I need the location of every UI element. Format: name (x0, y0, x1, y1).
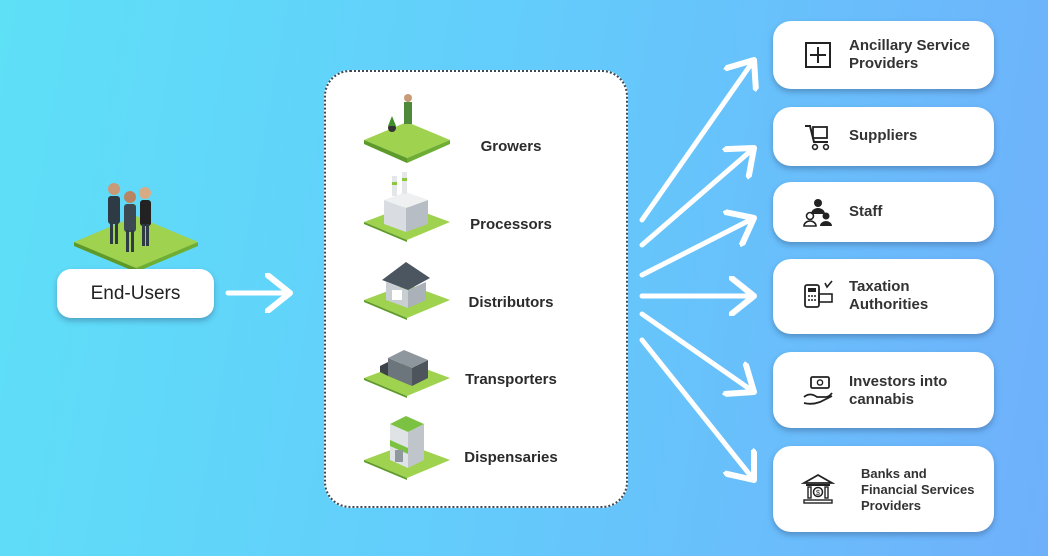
bank-icon: $ (801, 473, 835, 504)
svg-text:$: $ (816, 490, 820, 497)
stage-label-transporters: Transporters (465, 371, 557, 388)
service-label-ancillary: Ancillary Service Providers (849, 37, 970, 72)
service-label-banks: Banks and Financial Services Providers (861, 466, 975, 513)
truck-container-icon (364, 350, 450, 398)
stage-label-processors: Processors (470, 216, 552, 233)
arrow-to-ancillary (639, 60, 754, 223)
stage-label-growers: Growers (480, 138, 542, 155)
tax-calculator-icon (804, 280, 833, 308)
factory-icon (364, 172, 450, 242)
plus-square-icon (805, 42, 831, 68)
service-label-taxation: Taxation Authorities (849, 278, 929, 313)
money-hand-icon (803, 376, 833, 405)
service-label-investors: Investors into cannabis (849, 373, 948, 408)
arrow-to-suppliers (639, 148, 754, 248)
stage-label-dispensaries: Dispensaries (464, 449, 558, 466)
team-icon (803, 199, 832, 227)
supply-chain-panel: Growers Processors Distributors Transpor… (324, 70, 628, 508)
service-box-banks: $ Banks and Financial Services Providers (773, 446, 994, 532)
end-users-label: End-Users (57, 269, 214, 318)
storefront-icon (364, 416, 450, 480)
service-box-investors: Investors into cannabis (773, 352, 994, 428)
arrow-to-staff (639, 218, 754, 278)
arrow-to-investors (639, 311, 754, 392)
cart-icon (805, 125, 830, 151)
grower-plot-icon (364, 94, 450, 163)
warehouse-icon (364, 262, 450, 320)
service-label-suppliers: Suppliers (849, 127, 918, 144)
arrow-to-banks (639, 337, 754, 480)
service-box-taxation: Taxation Authorities (773, 259, 994, 334)
service-box-ancillary: Ancillary Service Providers (773, 21, 994, 89)
end-users-text: End-Users (90, 282, 181, 304)
service-box-suppliers: Suppliers (773, 107, 994, 166)
service-label-staff: Staff (849, 203, 883, 220)
service-box-staff: Staff (773, 182, 994, 242)
stage-label-distributors: Distributors (468, 294, 554, 311)
end-users-illustration-icon (74, 183, 198, 272)
